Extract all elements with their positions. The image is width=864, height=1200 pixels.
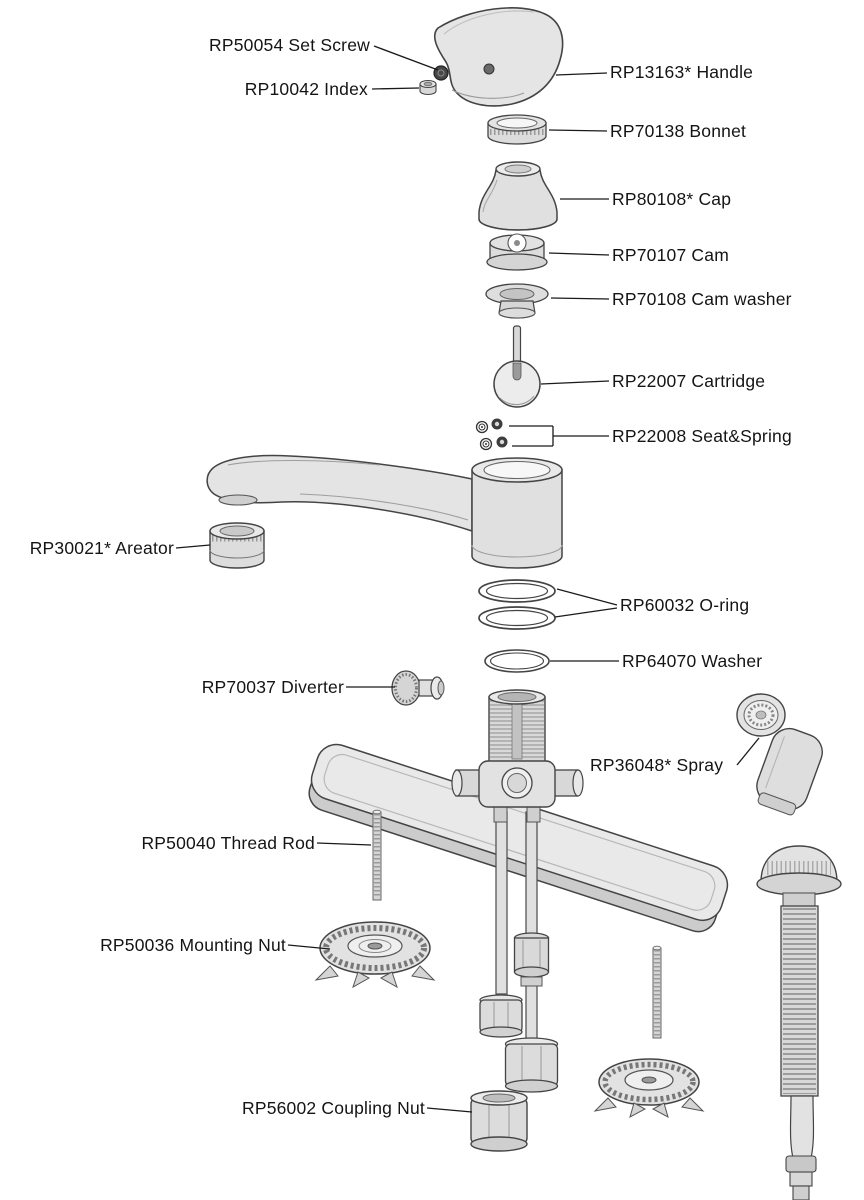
cam-washer-drawing: [485, 283, 549, 319]
part-label-aerator: RP30021* Areator: [29, 538, 174, 558]
spout-drawing: [206, 454, 473, 533]
part-label-cam: RP70107 Cam: [612, 245, 729, 265]
part-label-cap: RP80108* Cap: [612, 189, 732, 209]
cam-drawing: [486, 233, 548, 271]
set-screw-drawing: [433, 65, 449, 81]
leader-lines: [175, 45, 760, 1113]
part-label-washer: RP64070 Washer: [622, 651, 763, 671]
part-label-spray: RP36048* Spray: [590, 755, 724, 775]
part-label-o-ring: RP60032 O-ring: [620, 595, 750, 615]
part-label-index: RP10042 Index: [244, 79, 368, 99]
valve-body-drawing: [451, 689, 584, 823]
o-ring-drawing: [478, 579, 556, 630]
spray-head-drawing: [736, 693, 823, 816]
part-label-diverter: RP70037 Diverter: [201, 677, 344, 697]
mounting-nut-drawing: [314, 921, 436, 989]
diverter-drawing: [391, 670, 445, 706]
part-label-cam-washer: RP70108 Cam washer: [612, 289, 792, 309]
washer-drawing: [484, 649, 550, 673]
part-label-set-screw: RP50054 Set Screw: [209, 35, 370, 55]
thread-rod-drawing: [372, 809, 382, 901]
part-label-seat-spring: RP22008 Seat&Spring: [612, 426, 792, 446]
spray-hose-drawing: [756, 845, 842, 1200]
part-label-handle: RP13163* Handle: [610, 62, 754, 82]
supply-tube-right-drawing: [504, 811, 559, 1093]
thread-rod-2-drawing: [652, 945, 662, 1039]
part-label-coupling-nut: RP56002 Coupling Nut: [241, 1098, 425, 1118]
part-label-mounting-nut: RP50036 Mounting Nut: [100, 935, 286, 955]
index-button-drawing: [419, 79, 437, 96]
mounting-nut-2-drawing: [593, 1058, 705, 1118]
part-label-thread-rod: RP50040 Thread Rod: [141, 833, 315, 853]
handle-drawing: [433, 7, 564, 107]
aerator-drawing: [209, 522, 265, 569]
spout-body-drawing: [471, 457, 563, 569]
seat-and-spring-drawing: [475, 418, 508, 451]
cap-drawing: [478, 161, 558, 231]
part-label-cartridge: RP22007 Cartridge: [612, 371, 766, 391]
part-label-bonnet: RP70138 Bonnet: [610, 121, 747, 141]
cartridge-drawing: [493, 325, 541, 408]
bonnet-drawing: [487, 114, 547, 145]
supply-tube-left-drawing: [479, 811, 523, 1038]
coupling-nut-drawing: [470, 1090, 528, 1152]
